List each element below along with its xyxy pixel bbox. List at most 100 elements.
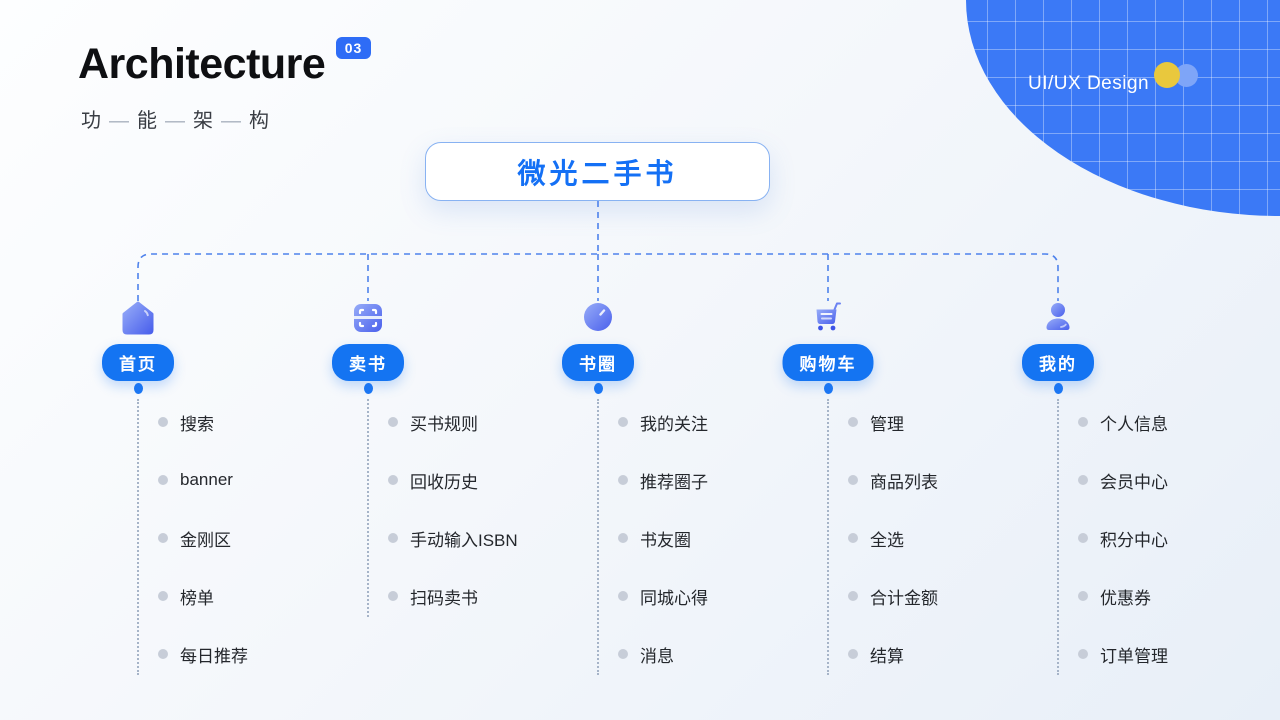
header: Architecture 03 功—能—架—构 [78,37,372,133]
page-subtitle: 功—能—架—构 [78,104,325,133]
home-icon [116,296,160,340]
branch-pill-mine[interactable]: 我的 [1022,344,1094,381]
feature-item-label: 每日推荐 [180,646,248,666]
feature-item: 榜单 [158,567,248,625]
feature-item: 搜索 [158,393,248,451]
feature-item-list: 我的关注推荐圈子书友圈同城心得消息 [618,393,708,683]
root-node-label: 微光二手书 [517,157,678,189]
feature-item: 订单管理 [1078,625,1168,683]
bullet-dot [158,649,168,659]
feature-item-label: 同城心得 [640,588,708,608]
feature-item: 商品列表 [848,451,938,509]
feature-item-label: 优惠券 [1100,588,1151,608]
subtitle-dash: — [109,110,130,133]
branch-anchor-dot [133,383,143,394]
branch-pill-sell[interactable]: 卖书 [332,344,404,381]
cart-icon [806,296,850,340]
feature-item: banner [158,451,248,509]
branch-dotted-line [597,399,599,675]
bullet-dot [158,533,168,543]
feature-item-label: 扫码卖书 [410,588,478,608]
feature-item-label: 我的关注 [640,414,708,434]
bullet-dot [388,533,398,543]
branch-anchor-dot [823,383,833,394]
feature-item-label: 榜单 [180,588,214,608]
branch-anchor-dot [363,383,373,394]
feature-item-label: 商品列表 [870,472,938,492]
bullet-dot [848,475,858,485]
subtitle-char: 架 [193,110,214,133]
subtitle-dash: — [165,110,186,133]
branch-pill-cart[interactable]: 购物车 [782,344,874,381]
root-node: 微光二手书 [425,142,770,201]
feature-item-label: 金刚区 [180,530,231,550]
feature-item: 结算 [848,625,938,683]
feature-item-label: 全选 [870,530,904,550]
clock-icon [576,296,620,340]
feature-item-label: 买书规则 [410,414,478,434]
user-icon [1036,296,1080,340]
bullet-dot [618,591,628,601]
branch-dotted-line [367,399,369,617]
feature-item-label: 书友圈 [640,530,691,550]
bullet-dot [388,475,398,485]
bullet-dot [618,649,628,659]
feature-item: 每日推荐 [158,625,248,683]
scan-icon [346,296,390,340]
bullet-dot [848,591,858,601]
feature-item: 消息 [618,625,708,683]
feature-item-label: 结算 [870,646,904,666]
decor-circle-blue [1175,64,1198,87]
feature-item-label: 个人信息 [1100,414,1168,434]
feature-item-label: 管理 [870,414,904,434]
branch-pill-book-circle[interactable]: 书圈 [562,344,634,381]
feature-item: 管理 [848,393,938,451]
feature-item-label: 会员中心 [1100,472,1168,492]
feature-item: 全选 [848,509,938,567]
feature-item: 金刚区 [158,509,248,567]
corner-label: UI/UX Design [1028,73,1150,94]
feature-item: 个人信息 [1078,393,1168,451]
branch-anchor-dot [593,383,603,394]
bullet-dot [848,417,858,427]
feature-item: 买书规则 [388,393,518,451]
bullet-dot [1078,417,1088,427]
bullet-dot [848,533,858,543]
feature-item-list: 个人信息会员中心积分中心优惠券订单管理 [1078,393,1168,683]
feature-item-label: 订单管理 [1100,646,1168,666]
feature-item-label: 推荐圈子 [640,472,708,492]
feature-item: 优惠券 [1078,567,1168,625]
feature-item-label: 回收历史 [410,472,478,492]
branch-dotted-line [827,399,829,675]
feature-item-list: 搜索 banner 金刚区榜单每日推荐 [158,393,248,683]
feature-item-list: 买书规则回收历史手动输入ISBN 扫码卖书 [388,393,518,625]
bullet-dot [618,417,628,427]
feature-item-label: 搜索 [180,414,214,434]
bullet-dot [1078,533,1088,543]
feature-item: 书友圈 [618,509,708,567]
bullet-dot [388,417,398,427]
bullet-dot [848,649,858,659]
feature-item: 回收历史 [388,451,518,509]
bullet-dot [388,591,398,601]
bullet-dot [618,533,628,543]
feature-item-list: 管理商品列表全选合计金额结算 [848,393,938,683]
subtitle-char: 功 [81,110,102,133]
branch-dotted-line [1057,399,1059,675]
branch-dotted-line [137,399,139,675]
subtitle-char: 构 [249,110,270,133]
bullet-dot [158,475,168,485]
branch-anchor-dot [1053,383,1063,394]
page-title: Architecture [78,40,326,88]
subtitle-dash: — [221,110,242,133]
decor-circle-yellow [1154,62,1180,88]
feature-item-label: banner [180,470,233,489]
feature-item-label: 手动输入ISBN [410,530,518,550]
bullet-dot [1078,475,1088,485]
branch-pill-home[interactable]: 首页 [102,344,174,381]
bullet-dot [1078,591,1088,601]
bullet-dot [1078,649,1088,659]
bullet-dot [158,591,168,601]
feature-item: 合计金额 [848,567,938,625]
